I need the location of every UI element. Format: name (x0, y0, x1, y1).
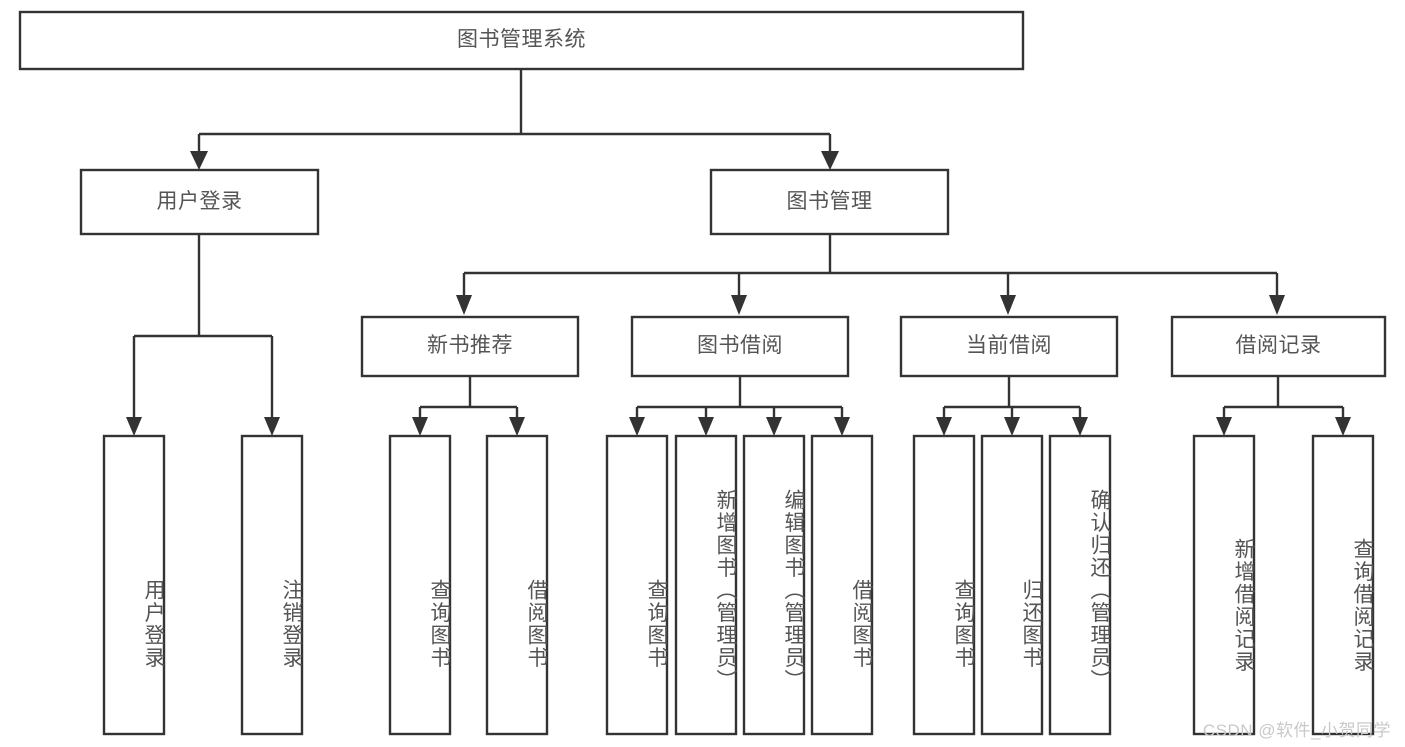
node-box-leaf-newbook-query[interactable] (388, 434, 452, 736)
arrow-head-login-to-leaf-user-logout (264, 417, 280, 436)
node-box-leaf-user-logout[interactable] (240, 434, 304, 736)
arrow-head-login-to-leaf-user-login (126, 417, 142, 436)
node-box-record[interactable] (1170, 315, 1387, 378)
arrow-head-newbook-to-leaf-borrow (509, 417, 525, 436)
arrow-head-current-to-leaf-query (936, 417, 952, 436)
node-box-leaf-user-login[interactable] (102, 434, 166, 736)
arrow-head-current-to-leaf-confirm (1072, 417, 1088, 436)
node-box-current[interactable] (899, 315, 1119, 378)
node-box-leaf-current-query[interactable] (912, 434, 976, 736)
arrow-head-root-to-login (190, 151, 208, 170)
node-box-leaf-borrow-add[interactable] (674, 434, 738, 736)
arrow-head-record-to-leaf-query (1335, 417, 1351, 436)
arrow-head-bookmgmt-to-current (1000, 295, 1016, 315)
arrow-head-bookmgmt-to-newbook (456, 295, 472, 315)
node-box-login[interactable] (79, 168, 320, 236)
node-box-leaf-borrow-lend[interactable] (810, 434, 874, 736)
node-box-leaf-current-return[interactable] (980, 434, 1044, 736)
arrow-head-borrow-to-leaf-lend (834, 417, 850, 436)
arrow-head-newbook-to-leaf-query (412, 417, 428, 436)
node-box-newbook[interactable] (360, 315, 580, 378)
node-box-leaf-borrow-edit[interactable] (742, 434, 806, 736)
node-box-leaf-current-confirm[interactable] (1048, 434, 1112, 736)
arrow-head-current-to-leaf-return (1004, 417, 1020, 436)
arrow-head-root-to-bookmgmt (821, 151, 839, 170)
node-box-leaf-newbook-borrow[interactable] (485, 434, 549, 736)
node-box-borrow[interactable] (630, 315, 850, 378)
watermark-text: CSDN @软件_小贺同学 (1202, 721, 1391, 740)
node-box-leaf-record-query[interactable] (1311, 434, 1375, 736)
arrow-head-borrow-to-leaf-edit (766, 417, 782, 436)
node-box-bookmgmt[interactable] (709, 168, 950, 236)
arrow-head-record-to-leaf-add (1216, 417, 1232, 436)
arrow-head-bookmgmt-to-borrow (731, 295, 747, 315)
node-box-leaf-record-add[interactable] (1192, 434, 1256, 736)
node-box-leaf-borrow-query[interactable] (605, 434, 669, 736)
arrow-head-borrow-to-leaf-add (698, 417, 714, 436)
arrow-head-bookmgmt-to-record (1269, 295, 1285, 315)
node-box-root[interactable] (18, 10, 1025, 71)
arrow-head-borrow-to-leaf-query (629, 417, 645, 436)
